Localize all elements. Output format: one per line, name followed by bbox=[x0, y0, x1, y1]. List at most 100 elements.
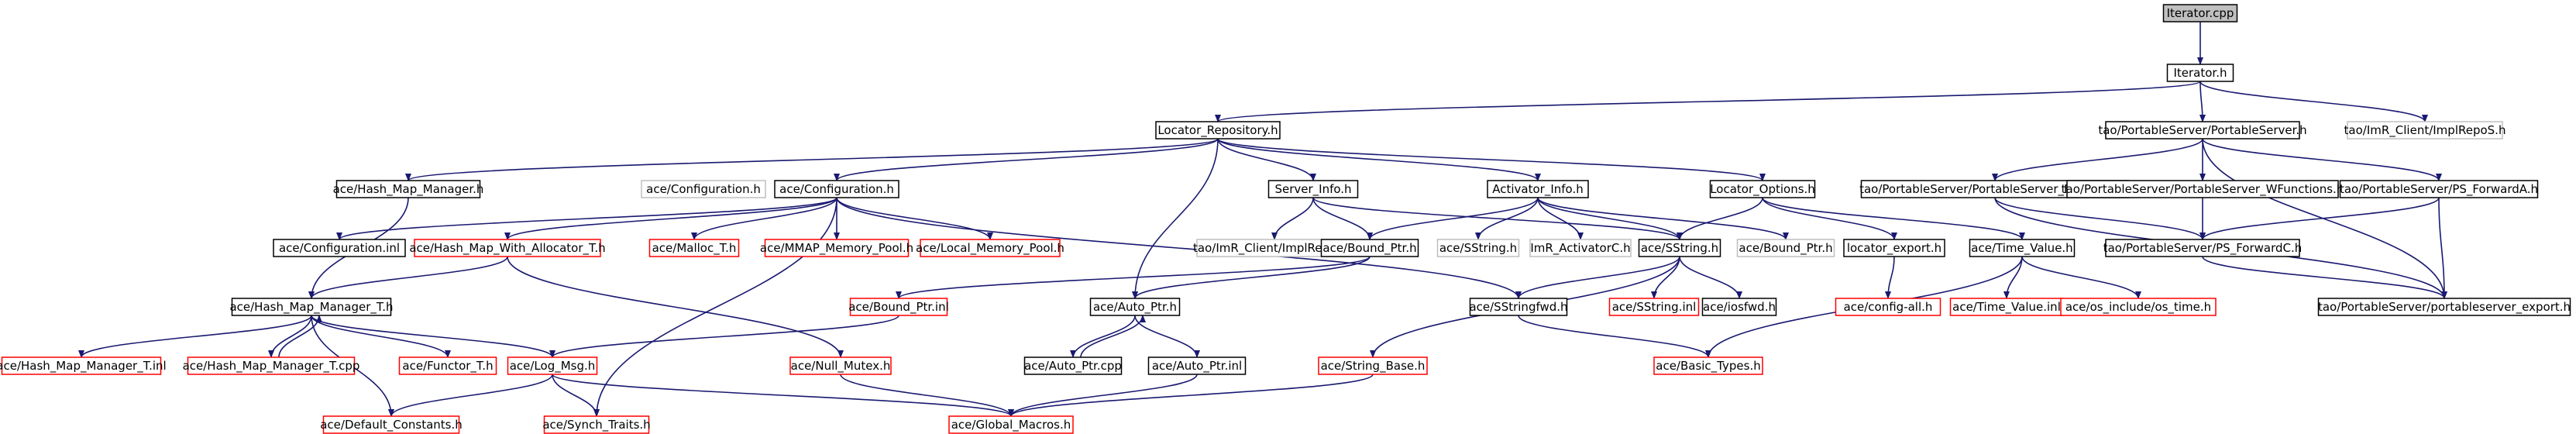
node-auto-ptr-h[interactable]: ace/Auto_Ptr.h bbox=[1089, 298, 1181, 316]
node-bound-ptr-inl: ace/Bound_Ptr.inl bbox=[848, 298, 949, 316]
edge-locator_repository_h-to-hash_map_manager_h bbox=[405, 138, 1219, 181]
edge-locator_options_h-to-sstring_h bbox=[1677, 197, 1763, 240]
node-label: Locator_Repository.h bbox=[1157, 123, 1278, 138]
edge-iterator_h-to-portable_server_h bbox=[2199, 81, 2206, 122]
node-ps-forwardc-h[interactable]: tao/PortableServer/PS_ForwardC.h bbox=[2103, 239, 2303, 257]
node-label: Activator_Info.h bbox=[1492, 182, 1584, 197]
edge-hash_map_manager_t_h-to-hash_map_manager_t_cpp bbox=[268, 315, 312, 358]
node-label: ace/Hash_Map_Manager.h bbox=[333, 182, 484, 197]
node-label: ace/Functor_T.h bbox=[402, 359, 493, 374]
node-iosfwd-h[interactable]: ace/iosfwd.h bbox=[1701, 298, 1777, 316]
node-label: ace/Bound_Ptr.inl bbox=[848, 300, 949, 315]
edge-configuration_h-to-sstringfwd_h bbox=[836, 197, 1522, 299]
node-locator-export-h[interactable]: locator_export.h bbox=[1843, 239, 1945, 257]
node-label: ace/SStringfwd.h bbox=[1469, 300, 1567, 314]
node-sstringfwd-h[interactable]: ace/SStringfwd.h bbox=[1469, 298, 1568, 316]
node-string-base-h: ace/String_Base.h bbox=[1318, 356, 1428, 375]
node-sstring-h[interactable]: ace/SString.h bbox=[1638, 239, 1721, 257]
node-configuration-inl[interactable]: ace/Configuration.inl bbox=[273, 239, 406, 257]
node-label: ace/SString.h bbox=[1439, 241, 1517, 255]
node-box bbox=[1320, 239, 1419, 257]
node-box bbox=[1843, 239, 1945, 257]
node-box bbox=[1709, 180, 1816, 198]
node-ps-wfunctions-h[interactable]: tao/PortableServer/PortableServer_WFunct… bbox=[2062, 180, 2344, 198]
node-box bbox=[764, 239, 910, 257]
node-portableserver-export-h[interactable]: tao/PortableServer/portableserver_export… bbox=[2317, 298, 2571, 316]
node-label: tao/PortableServer/PortableServer.h bbox=[2098, 123, 2306, 137]
node-label: ace/Configuration.h bbox=[646, 182, 761, 196]
edge-sstring_h-to-iosfwd_h bbox=[1679, 256, 1742, 299]
node-box bbox=[1267, 180, 1359, 198]
node-hash-map-with-allocator-t-h: ace/Hash_Map_With_Allocator_T.h bbox=[409, 239, 606, 257]
node-label: ace/Auto_Ptr.h bbox=[1093, 300, 1177, 315]
node-box bbox=[335, 180, 481, 198]
node-label: ace/Log_Msg.h bbox=[510, 359, 596, 374]
node-box bbox=[2162, 4, 2238, 22]
node-label: ace/Hash_Map_Manager_T.h bbox=[229, 300, 393, 315]
node-box bbox=[322, 415, 460, 434]
node-imr-client-impl-repoc-h: tao/ImR_Client/ImplRepoC.h bbox=[1193, 239, 1356, 257]
node-time-value-h[interactable]: ace/Time_Value.h bbox=[1969, 239, 2076, 257]
node-ps-forwarda-h[interactable]: tao/PortableServer/PS_ForwardA.h bbox=[2339, 180, 2539, 198]
node-label: ace/os_include/os_time.h bbox=[2065, 300, 2211, 315]
node-hash-map-manager-h[interactable]: ace/Hash_Map_Manager.h bbox=[333, 180, 484, 198]
node-box bbox=[648, 239, 740, 257]
node-box bbox=[414, 239, 601, 257]
edge-portable_server_h-to-ps_functions_h bbox=[1992, 138, 2203, 181]
node-auto-ptr-inl[interactable]: ace/Auto_Ptr.inl bbox=[1147, 356, 1247, 375]
edge-log_msg_h-to-global_macros_h bbox=[552, 374, 1014, 417]
node-os-time-h: ace/os_include/os_time.h bbox=[2060, 298, 2217, 316]
node-label: ace/Bound_Ptr.h bbox=[1322, 241, 1416, 256]
node-box bbox=[1653, 356, 1763, 375]
edge-hash_map_with_allocator_t_h-to-null_mutex_h bbox=[507, 256, 844, 358]
node-box bbox=[1701, 298, 1777, 316]
node-label: ace/iosfwd.h bbox=[1703, 300, 1776, 314]
node-hash-map-manager-t-inl: ace/Hash_Map_Manager_T.inl bbox=[0, 356, 167, 375]
node-label: tao/PortableServer/PortableServer_WFunct… bbox=[2062, 182, 2344, 197]
node-box bbox=[2317, 298, 2571, 316]
edge-sstringfwd_h-to-basic_types_h bbox=[1518, 315, 1711, 358]
node-label: ace/Local_Memory_Pool.h bbox=[916, 241, 1064, 256]
node-server-info-h[interactable]: Server_Info.h bbox=[1267, 180, 1359, 198]
node-box bbox=[1436, 239, 1520, 257]
node-label: ace/Hash_Map_With_Allocator_T.h bbox=[409, 241, 605, 256]
edge-iterator_h-to-locator_repository_h bbox=[1215, 81, 2201, 122]
node-box bbox=[774, 180, 899, 198]
node-activator-info-h[interactable]: Activator_Info.h bbox=[1487, 180, 1589, 198]
node-locator-repository-h[interactable]: Locator_Repository.h bbox=[1155, 121, 1281, 140]
node-default-constants-h: ace/Default_Constants.h bbox=[320, 415, 463, 434]
node-box bbox=[2060, 298, 2217, 316]
node-locator-options-h[interactable]: Locator_Options.h bbox=[1709, 180, 1816, 198]
node-box bbox=[789, 356, 892, 375]
node-imr-activatorc-h: ImR_ActivatorC.h bbox=[1529, 239, 1632, 257]
node-box bbox=[1, 356, 162, 375]
node-bound-ptr-h[interactable]: ace/Bound_Ptr.h bbox=[1320, 239, 1419, 257]
node-log-msg-h: ace/Log_Msg.h bbox=[507, 356, 598, 375]
edge-null_mutex_h-to-global_macros_h bbox=[840, 374, 1014, 417]
node-label: Iterator.cpp bbox=[2167, 6, 2234, 20]
node-label: ace/Default_Constants.h bbox=[320, 418, 463, 432]
node-auto-ptr-cpp[interactable]: ace/Auto_Ptr.cpp bbox=[1023, 356, 1123, 375]
node-box bbox=[2166, 64, 2234, 82]
node-configuration-h[interactable]: ace/Configuration.h bbox=[774, 180, 899, 198]
node-portable-server-h[interactable]: tao/PortableServer/PortableServer.h bbox=[2098, 121, 2307, 140]
edge-bound_ptr_inl-to-log_msg_h bbox=[549, 315, 899, 358]
node-box bbox=[2339, 180, 2539, 198]
node-hash-map-manager-t-h[interactable]: ace/Hash_Map_Manager_T.h bbox=[229, 298, 394, 316]
node-hash-map-manager-t-cpp: ace/Hash_Map_Manager_T.cpp bbox=[183, 356, 359, 375]
edge-ps_forwarda_h-to-portableserver_export_h bbox=[2438, 197, 2447, 299]
node-box bbox=[641, 180, 766, 198]
node-box bbox=[231, 298, 392, 316]
edge-ps_functions_h-to-ps_forwardc_h bbox=[1994, 197, 2206, 240]
node-iterator-h[interactable]: Iterator.h bbox=[2166, 64, 2234, 82]
node-box bbox=[273, 239, 406, 257]
node-iterator-cpp[interactable]: Iterator.cpp bbox=[2162, 4, 2238, 22]
edge-log_msg_h-to-default_constants_h bbox=[388, 374, 553, 417]
edge-hash_map_with_allocator_t_h-to-hash_map_manager_t_h bbox=[308, 256, 508, 299]
node-label: ace/Auto_Ptr.inl bbox=[1152, 359, 1242, 374]
node-bound-ptr-h-plain: ace/Bound_Ptr.h bbox=[1736, 239, 1835, 257]
edge-sstring_h-to-sstring_inl bbox=[1651, 256, 1680, 299]
node-box bbox=[2066, 180, 2339, 198]
node-box bbox=[849, 298, 948, 316]
